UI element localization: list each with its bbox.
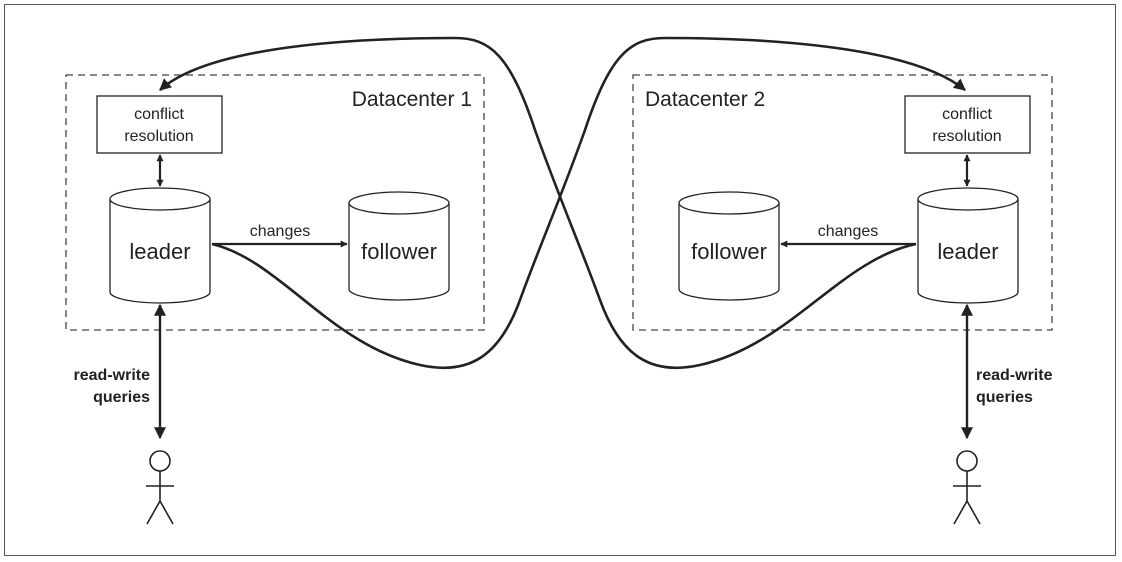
datacenter-2: Datacenter 2 conflict resolution leader … (632, 74, 1053, 525)
queries-label-1a: read-write (74, 367, 151, 384)
datacenter-2-title: Datacenter 2 (645, 88, 765, 111)
changes-label-2: changes (818, 223, 879, 240)
datacenter-2-boundary (632, 74, 1053, 331)
conflict-resolution-label-1a: conflict (134, 106, 184, 123)
conflict-resolution-label-1b: resolution (124, 128, 193, 145)
leader-db-1: leader (109, 187, 211, 304)
follower-db-1: follower (348, 191, 450, 301)
follower-label-2: follower (691, 239, 767, 264)
follower-db-2: follower (678, 191, 780, 301)
conflict-resolution-label-2a: conflict (942, 106, 992, 123)
user-figure-2 (953, 450, 981, 525)
datacenter-1-boundary (65, 74, 485, 331)
replication-curve-dc1-to-dc2 (211, 36, 966, 370)
conflict-resolution-box-1: conflict resolution (96, 95, 223, 154)
leader-label-2: leader (937, 239, 998, 264)
user-figure-1 (146, 450, 174, 525)
leader-label-1: leader (129, 239, 190, 264)
leader-db-2: leader (917, 187, 1019, 304)
datacenter-1-title: Datacenter 1 (352, 88, 472, 111)
changes-label-1: changes (250, 223, 311, 240)
conflict-resolution-box-2: conflict resolution (904, 95, 1031, 154)
replication-curve-dc2-to-dc1 (159, 36, 917, 370)
queries-label-1b: queries (93, 389, 150, 406)
datacenter-1: Datacenter 1 conflict resolution leader … (65, 74, 485, 525)
conflict-resolution-label-2b: resolution (932, 128, 1001, 145)
follower-label-1: follower (361, 239, 437, 264)
queries-label-2b: queries (976, 389, 1033, 406)
diagram-frame (4, 4, 1116, 556)
queries-label-2a: read-write (976, 367, 1053, 384)
